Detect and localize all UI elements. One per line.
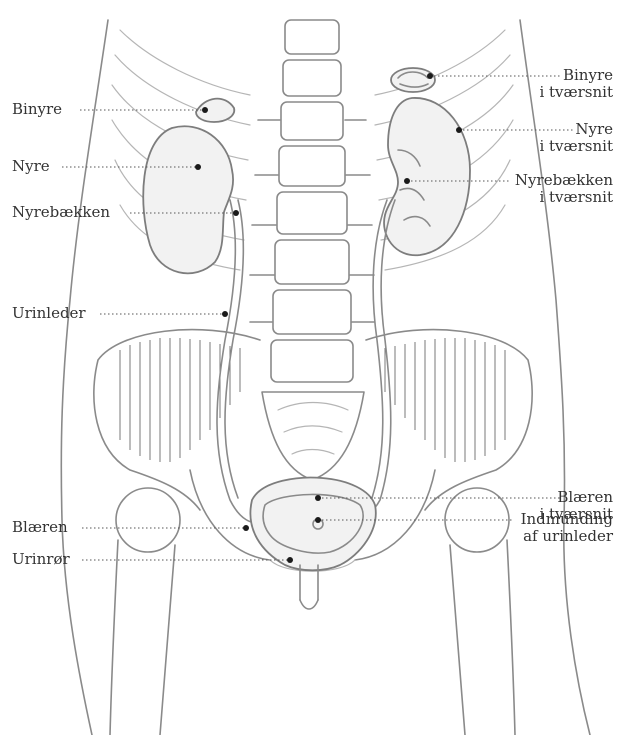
label-nyre: Nyre	[12, 158, 50, 175]
label-line: Blæren	[539, 489, 613, 506]
label-line: i tværsnit	[539, 138, 613, 155]
label-urinroer: Urinrør	[12, 551, 70, 568]
label-binyre-tvaersnit: Binyre i tværsnit	[539, 67, 613, 101]
label-line: i tværsnit	[539, 84, 613, 101]
label-line: Indmunding	[521, 511, 613, 528]
label-line: Nyre	[539, 121, 613, 138]
label-indmunding: Indmunding af urinleder	[521, 511, 613, 545]
label-nyrebaekken: Nyrebækken	[12, 204, 110, 221]
label-blaeren: Blæren	[12, 519, 68, 536]
label-line: af urinleder	[521, 528, 613, 545]
bladder	[250, 478, 375, 609]
ureters	[217, 200, 395, 523]
label-nyrebaekken-tvaersnit: Nyrebækken i tværsnit	[515, 172, 613, 206]
spine	[250, 20, 374, 480]
label-binyre: Binyre	[12, 101, 62, 118]
label-line: i tværsnit	[515, 189, 613, 206]
label-urinleder: Urinleder	[12, 305, 86, 322]
label-line: Nyrebækken	[515, 172, 613, 189]
label-nyre-tvaersnit: Nyre i tværsnit	[539, 121, 613, 155]
label-line: Binyre	[539, 67, 613, 84]
